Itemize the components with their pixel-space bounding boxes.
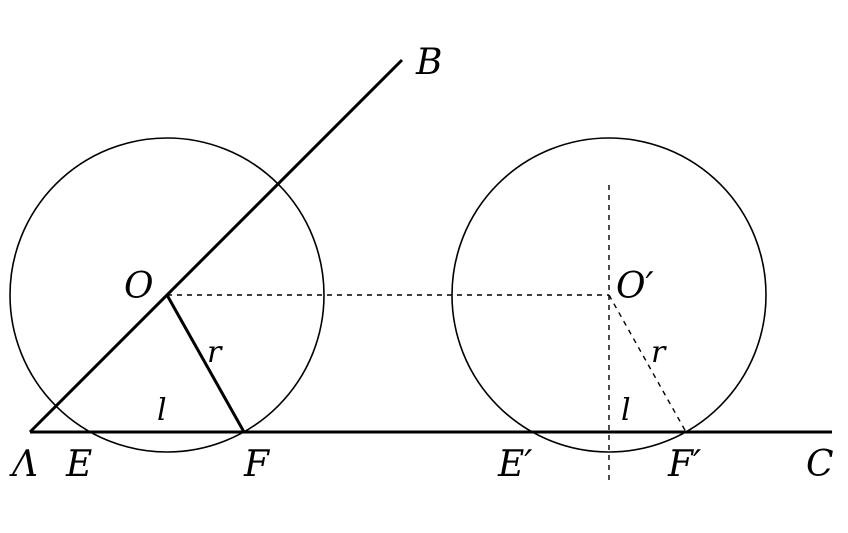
dashed-radius-o-prime-f-prime xyxy=(608,294,687,433)
radius-of xyxy=(165,294,246,433)
label-radius-left: r xyxy=(207,335,223,370)
label-point-b: B xyxy=(415,42,442,83)
label-point-f-prime: F′ xyxy=(667,444,701,485)
label-point-a: Λ xyxy=(9,444,38,485)
label-point-e: E xyxy=(65,444,92,485)
label-length-right: l xyxy=(621,393,631,428)
line-ab xyxy=(28,58,404,434)
label-point-f: F xyxy=(243,444,271,485)
label-point-o: O xyxy=(124,266,154,307)
label-radius-right: r xyxy=(651,335,667,370)
label-point-e-prime: E′ xyxy=(497,444,532,485)
circle-left xyxy=(9,137,325,453)
label-point-o-prime: O′ xyxy=(616,266,654,307)
label-point-c: C xyxy=(806,444,834,485)
label-length-left: l xyxy=(157,393,167,428)
